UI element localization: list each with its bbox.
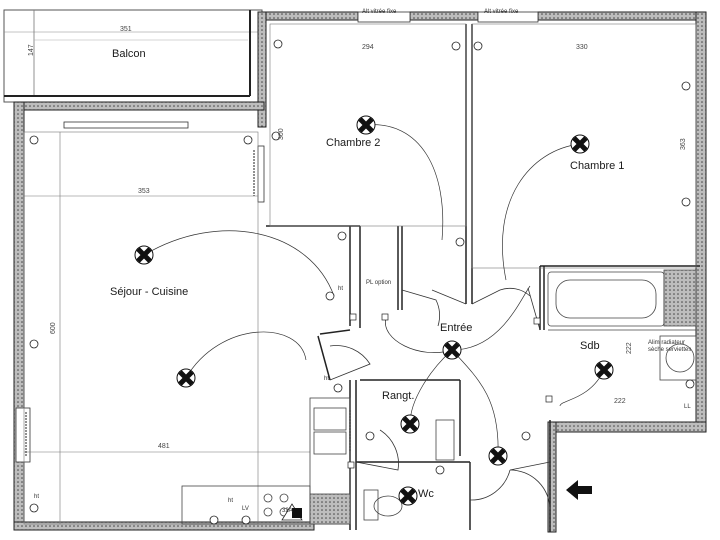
ceiling-light-icons bbox=[134, 115, 614, 506]
entry-arrow-icon bbox=[566, 480, 592, 500]
room-label-chambre1: Chambre 1 bbox=[570, 160, 625, 172]
outlet-icon bbox=[681, 197, 691, 207]
ceiling-light-icon bbox=[594, 360, 614, 380]
outlet-icon bbox=[243, 135, 253, 145]
outlet-icon bbox=[271, 131, 281, 141]
room-label-sejour: Séjour - Cuisine bbox=[110, 286, 189, 298]
ceiling-light-icon bbox=[442, 340, 462, 360]
dimension-label: 147 bbox=[28, 44, 35, 56]
dimension-label: 481 bbox=[158, 443, 170, 450]
dimension-label: 294 bbox=[362, 44, 374, 51]
dimension-label: 300 bbox=[278, 128, 285, 140]
lv-label: LV bbox=[242, 506, 249, 512]
outlet-icon bbox=[681, 81, 691, 91]
radiator-icons bbox=[25, 150, 461, 456]
pl-option-label: PL option bbox=[366, 280, 392, 286]
ceiling-light-icon bbox=[356, 115, 376, 135]
outlet-icon bbox=[337, 231, 347, 241]
outlet-icon bbox=[29, 503, 39, 513]
ht-label: ht bbox=[324, 376, 330, 382]
breaker-label: 32A bbox=[282, 508, 293, 514]
outlet-icon bbox=[241, 515, 251, 525]
kitchen-counter bbox=[181, 397, 351, 525]
dimension-label: 222 bbox=[614, 398, 626, 405]
ceiling-light-icon bbox=[400, 414, 420, 434]
outlet-icon bbox=[473, 41, 483, 51]
outlet-icon bbox=[451, 41, 461, 51]
switch-icons bbox=[347, 313, 553, 469]
dimension-label: 222 bbox=[626, 342, 633, 354]
outlet-icon bbox=[29, 339, 39, 349]
dimension-label: 363 bbox=[680, 138, 687, 150]
outlet-icon bbox=[273, 39, 283, 49]
ht-label: ht bbox=[228, 498, 234, 504]
outlet-icon bbox=[455, 237, 465, 247]
room-label-wc: Wc bbox=[418, 488, 434, 500]
outlet-icon bbox=[29, 135, 39, 145]
dimension-label: 351 bbox=[120, 26, 132, 33]
ll-label: LL bbox=[684, 404, 691, 410]
outlet-icon bbox=[325, 291, 335, 301]
outlet-icon bbox=[209, 515, 219, 525]
ceiling-light-icon bbox=[488, 446, 508, 466]
ceiling-light-icon bbox=[398, 486, 418, 506]
outer-walls bbox=[13, 11, 707, 533]
window-label: Alt vitrée fixe bbox=[484, 9, 519, 15]
room-label-entree: Entrée bbox=[440, 322, 473, 334]
window-label: Alt vitrée fixe bbox=[362, 9, 397, 15]
room-outlines bbox=[23, 23, 697, 525]
dimension-label: 600 bbox=[50, 322, 57, 334]
outlet-icon bbox=[365, 431, 375, 441]
outlet-icon bbox=[435, 465, 445, 475]
outlet-icon bbox=[333, 383, 343, 393]
electrical-wiring bbox=[143, 124, 605, 457]
radiator-note: Alim radiateur sèche serviettes bbox=[648, 340, 692, 353]
room-label-chambre2: Chambre 2 bbox=[326, 137, 381, 149]
ceiling-light-icon bbox=[570, 134, 590, 154]
ht-label: ht bbox=[338, 286, 344, 292]
ht-label: ht bbox=[34, 494, 40, 500]
ceiling-light-icon bbox=[176, 368, 196, 388]
dimension-label: 330 bbox=[576, 44, 588, 51]
room-label-balcon: Balcon bbox=[112, 48, 146, 60]
bathtub bbox=[547, 269, 697, 381]
room-label-rangt: Rangt. bbox=[382, 390, 415, 402]
electrical-panel-icon bbox=[281, 503, 303, 521]
interior-walls bbox=[266, 24, 700, 532]
dimension-label: 353 bbox=[138, 188, 150, 195]
ceiling-light-icon bbox=[134, 245, 154, 265]
toilet bbox=[363, 419, 455, 521]
room-label-sdb: Sdb bbox=[580, 340, 600, 352]
outlet-icons bbox=[29, 39, 695, 525]
door-swings bbox=[329, 287, 551, 511]
outlet-icon bbox=[521, 431, 531, 441]
outlet-icon bbox=[685, 379, 695, 389]
